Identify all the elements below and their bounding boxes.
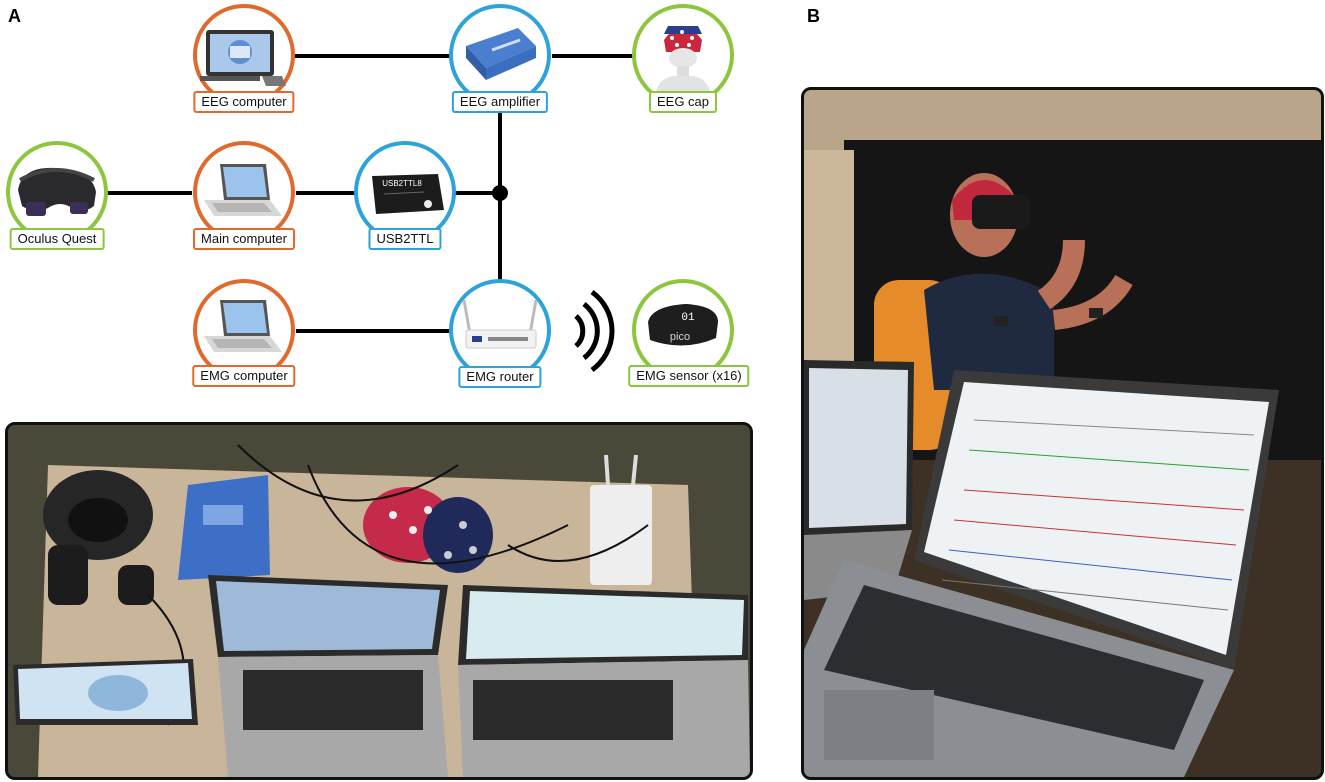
junction-node	[492, 185, 508, 201]
desk-setup-photo	[5, 422, 753, 780]
node-oculus-quest	[6, 141, 108, 243]
eeg-cap-icon	[363, 487, 493, 573]
sensor-brand: pico	[670, 331, 690, 343]
label-emg-sensor: EMG sensor (x16)	[628, 365, 750, 387]
label-emg-router: EMG router	[458, 366, 542, 388]
node-eeg-computer	[193, 4, 295, 106]
label-emg-computer: EMG computer	[192, 365, 296, 387]
usb-box-text: USB2TTL8	[382, 179, 422, 188]
vr-headset-icon	[43, 470, 154, 605]
participant	[924, 173, 1133, 390]
laptop-icon	[804, 360, 914, 600]
node-emg-sensor: 01 pico	[632, 279, 734, 381]
label-main-computer: Main computer	[193, 228, 295, 250]
tablet-icon	[13, 659, 198, 725]
node-eeg-amplifier	[449, 4, 551, 106]
label-eeg-cap: EEG cap	[648, 91, 718, 113]
laptop-icon	[458, 585, 750, 777]
label-eeg-amplifier: EEG amplifier	[451, 91, 549, 113]
router-icon	[590, 454, 652, 585]
amplifier-icon	[178, 475, 270, 580]
panel-a-letter: A	[8, 6, 21, 26]
eeg-signal-traces	[941, 419, 1255, 611]
wires	[106, 54, 638, 333]
usb-box-icon: USB2TTL8	[372, 174, 444, 214]
amplifier-icon	[466, 28, 536, 80]
desk-photo-illustration	[8, 425, 750, 777]
participant-photo-illustration	[804, 90, 1321, 777]
node-eeg-cap	[632, 4, 734, 106]
eeg-cap-icon	[656, 26, 710, 92]
sensor-number: 01	[681, 312, 695, 324]
label-oculus-quest: Oculus Quest	[9, 228, 105, 250]
router-icon	[462, 299, 538, 349]
laptop-icon	[204, 164, 282, 216]
node-emg-router	[449, 279, 551, 381]
node-usb2ttl: USB2TTL8	[354, 141, 456, 243]
panel-b-letter: B	[807, 6, 820, 26]
laptop-icon	[204, 300, 282, 352]
vr-headset-icon	[18, 167, 96, 216]
emg-sensor-icon: 01 pico	[648, 304, 718, 346]
label-eeg-computer: EEG computer	[193, 91, 295, 113]
node-main-computer	[193, 141, 295, 243]
tablet-icon	[200, 30, 286, 86]
label-usb2ttl: USB2TTL	[368, 228, 442, 250]
wireless-icon	[574, 289, 615, 373]
laptop-icon	[208, 575, 448, 777]
participant-photo	[801, 87, 1324, 780]
laptop-icon	[804, 370, 1279, 777]
